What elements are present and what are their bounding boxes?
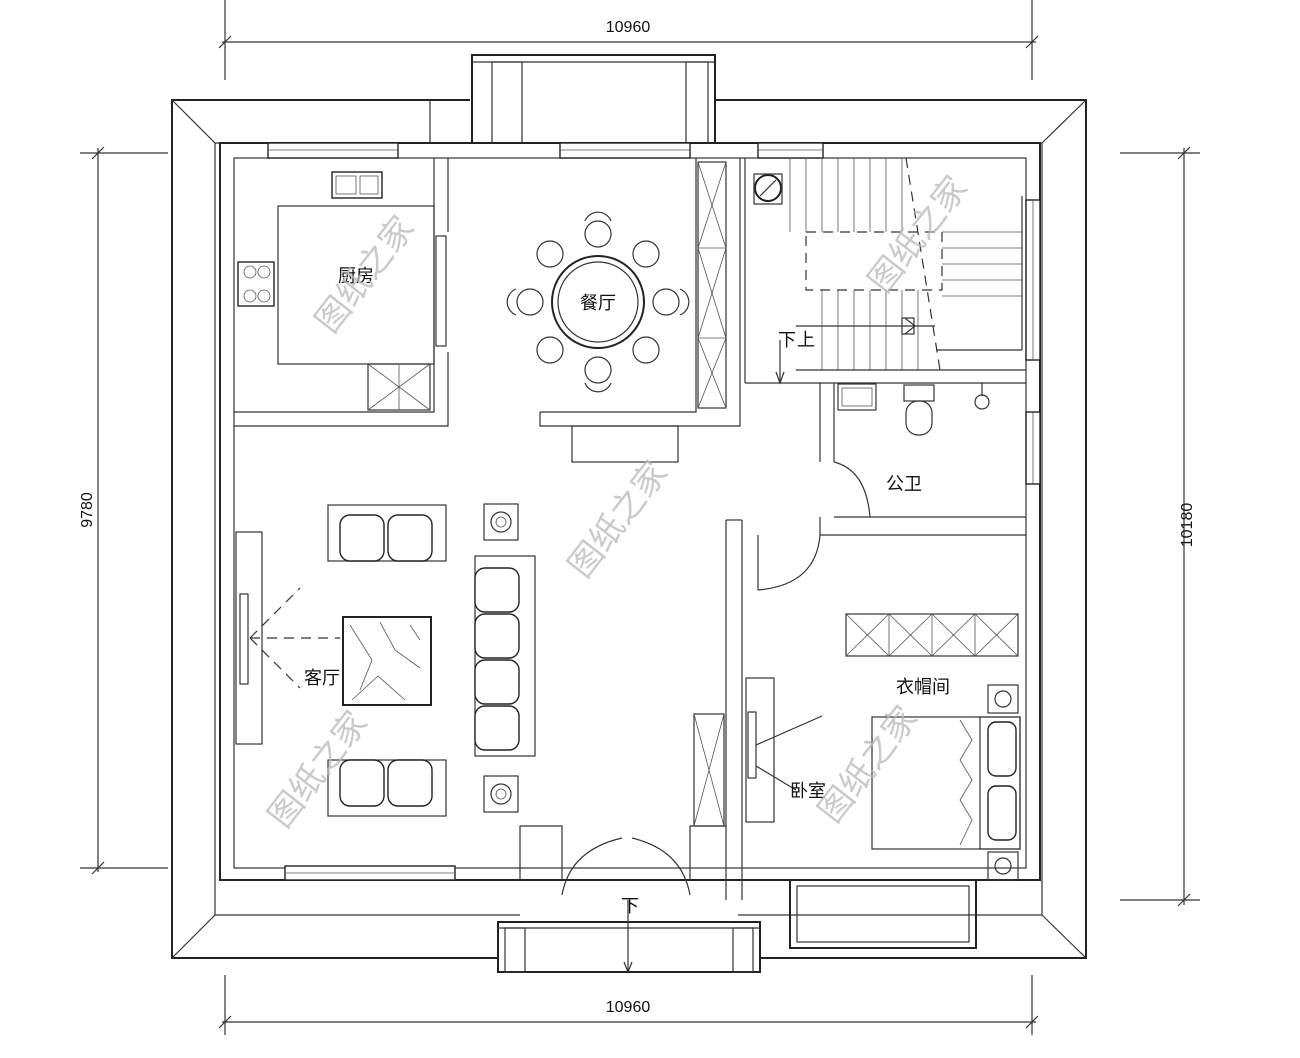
bedroom-furniture (693, 534, 1021, 881)
dimension-left-label: 9780 (79, 492, 96, 528)
dimension-bottom-label: 10960 (606, 999, 651, 1016)
bathroom-fixtures (833, 383, 990, 518)
dimension-right (1120, 146, 1200, 907)
roof-eaves (171, 99, 1087, 959)
entrance-porch (497, 900, 761, 974)
dimension-left (80, 146, 168, 875)
stair-down-label: 下 (778, 330, 796, 351)
watermark-1: 图纸之家 (308, 209, 423, 341)
dining-table-set (506, 161, 727, 463)
entrance-down-label: 下 (621, 896, 639, 917)
stair-up-label: 上 (797, 330, 815, 351)
dimension-bottom (218, 975, 1039, 1035)
staircase (753, 157, 1023, 385)
south-balcony (789, 879, 977, 949)
room-label-public-bath: 公卫 (886, 474, 922, 495)
room-label-dining: 餐厅 (580, 293, 616, 314)
room-label-bedroom: 卧室 (790, 781, 826, 802)
windows (267, 142, 1041, 881)
kitchen-fixtures (237, 171, 447, 411)
watermark-5: 图纸之家 (811, 699, 926, 831)
dimension-top (218, 0, 1039, 80)
watermark-2: 图纸之家 (861, 169, 976, 301)
room-label-walk-in-closet: 衣帽间 (896, 677, 950, 698)
dimension-right-label: 10180 (1179, 503, 1196, 548)
room-label-living: 客厅 (304, 668, 340, 689)
north-balcony (471, 54, 716, 144)
living-room-furniture (235, 503, 536, 817)
watermark-3: 图纸之家 (561, 454, 676, 586)
dimension-top-label: 10960 (606, 19, 651, 36)
entrance-door (561, 837, 691, 896)
room-label-kitchen: 厨房 (338, 266, 374, 287)
